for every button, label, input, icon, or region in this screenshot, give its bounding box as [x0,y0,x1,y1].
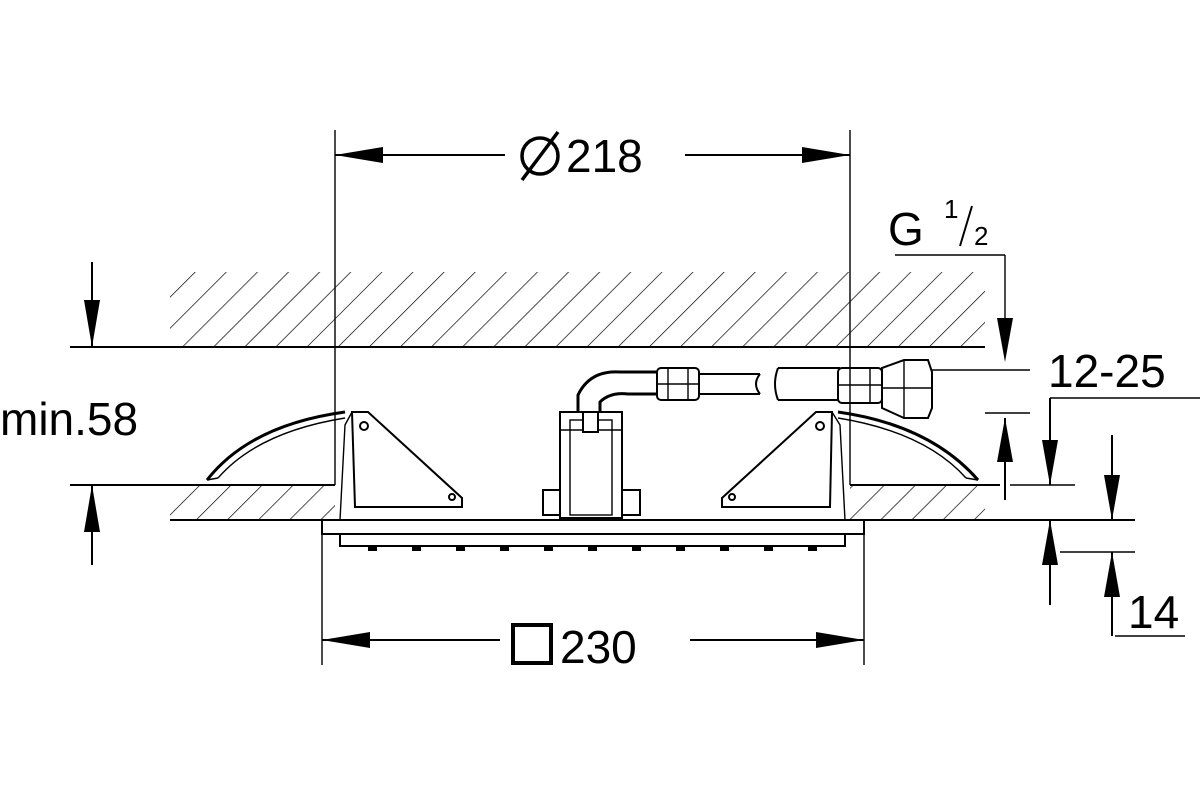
shower-head [205,359,980,551]
thread-label: G 1 2 [888,194,1013,362]
dimension-plate: 14 [1042,435,1179,638]
thread-denominator: 2 [974,221,988,251]
thread-numerator: 1 [944,194,958,224]
min-label: min.58 [0,393,138,445]
range-value: 12-25 [1048,345,1166,397]
extension-lines [321,130,1200,665]
nozzle-row [368,546,817,551]
plate-value: 14 [1128,586,1179,638]
diameter-value: 218 [566,130,643,182]
square-value: 230 [560,621,637,673]
suspended-ceiling-left [70,484,335,521]
thread-letter: G [888,203,924,255]
dimension-square: 230 [322,621,864,673]
square-symbol-icon [511,623,553,665]
dimension-min: min.58 [0,262,138,565]
diameter-symbol-icon [520,130,560,182]
suspended-ceiling-right [850,484,1135,521]
dimension-range: 12-25 [997,345,1166,500]
ceiling-slab [70,272,985,348]
dimension-diameter: 218 [335,130,850,182]
